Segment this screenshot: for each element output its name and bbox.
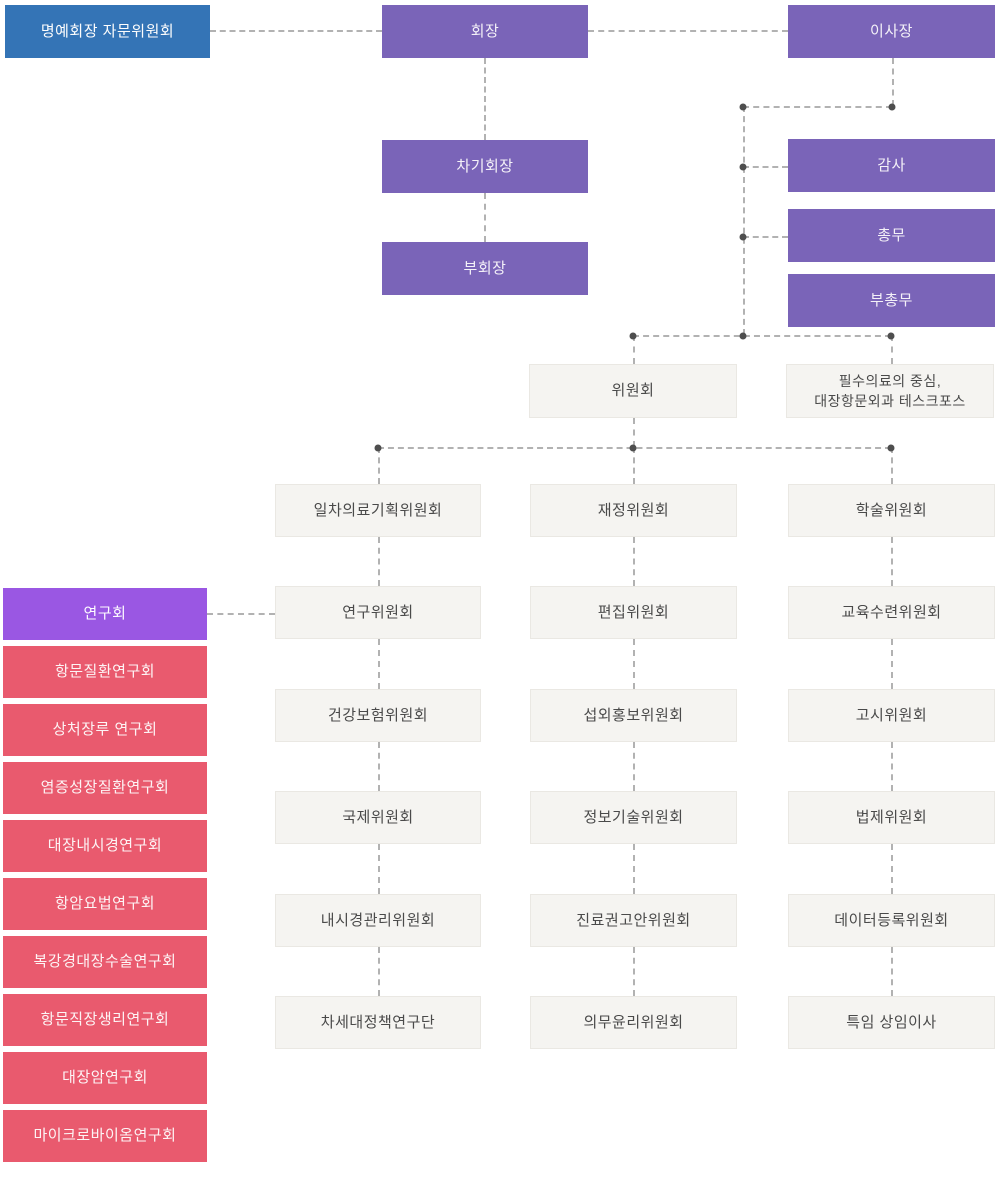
- research-group-box-anorectal-physiology: 항문직장생리연구회: [3, 994, 207, 1046]
- connector-dot: [887, 444, 895, 452]
- connector-line: [378, 537, 380, 586]
- connector-line: [891, 947, 893, 996]
- committee-box-practice-guidelines: 진료권고안위원회: [530, 894, 737, 947]
- president-elect-box: 차기회장: [382, 140, 588, 193]
- committee-hub-box: 위원회: [529, 364, 737, 418]
- committee-box-health-insurance: 건강보험위원회: [275, 689, 481, 742]
- connector-dot: [887, 332, 895, 340]
- connector-dot: [629, 332, 637, 340]
- research-group-box-colonoscopy: 대장내시경연구회: [3, 820, 207, 872]
- connector-line: [633, 447, 635, 484]
- connector-line: [633, 335, 891, 337]
- connector-line: [633, 335, 635, 364]
- committee-box-finance: 재정위원회: [530, 484, 737, 537]
- connector-line: [378, 639, 380, 689]
- committee-box-international: 국제위원회: [275, 791, 481, 844]
- connector-line: [378, 947, 380, 996]
- taskforce-box: 필수의료의 중심, 대장항문외과 테스크포스: [786, 364, 994, 418]
- connector-line: [891, 447, 893, 484]
- committee-box-medical-ethics: 의무윤리위원회: [530, 996, 737, 1049]
- connector-dot: [629, 444, 637, 452]
- connector-line: [891, 639, 893, 689]
- research-group-box-laparoscopic-surgery: 복강경대장수술연구회: [3, 936, 207, 988]
- vice-president-box: 부회장: [382, 242, 588, 295]
- general-affairs-box: 총무: [788, 209, 995, 262]
- committee-box-special-executive-director: 특임 상임이사: [788, 996, 995, 1049]
- committee-box-public-relations: 섭외홍보위원회: [530, 689, 737, 742]
- connector-line: [484, 193, 486, 242]
- committee-box-examination: 고시위원회: [788, 689, 995, 742]
- connector-line: [743, 236, 788, 238]
- connector-line: [743, 166, 788, 168]
- auditor-box: 감사: [788, 139, 995, 192]
- connector-line: [588, 30, 788, 32]
- connector-line: [891, 537, 893, 586]
- committee-box-research: 연구위원회: [275, 586, 481, 639]
- research-group-box-chemotherapy: 항암요법연구회: [3, 878, 207, 930]
- research-group-box-wound-ostomy: 상처장루 연구회: [3, 704, 207, 756]
- committee-box-primary-care-planning: 일차의료기획위원회: [275, 484, 481, 537]
- connector-line: [891, 335, 893, 364]
- connector-line: [633, 537, 635, 586]
- connector-line: [484, 58, 486, 140]
- connector-dot: [888, 103, 896, 111]
- research-group-box-microbiome: 마이크로바이옴연구회: [3, 1110, 207, 1162]
- connector-line: [743, 106, 892, 108]
- president-box: 회장: [382, 5, 588, 58]
- connector-line: [207, 613, 275, 615]
- connector-line: [891, 742, 893, 791]
- committee-box-endoscopy-management: 내시경관리위원회: [275, 894, 481, 947]
- research-group-box-anal-disease: 항문질환연구회: [3, 646, 207, 698]
- connector-line: [891, 844, 893, 894]
- connector-line: [210, 30, 382, 32]
- connector-line: [743, 106, 745, 335]
- committee-box-education-training: 교육수련위원회: [788, 586, 995, 639]
- connector-line: [633, 947, 635, 996]
- research-group-box-colorectal-cancer: 대장암연구회: [3, 1052, 207, 1104]
- connector-line: [633, 742, 635, 791]
- committee-box-editorial: 편집위원회: [530, 586, 737, 639]
- connector-line: [892, 58, 894, 106]
- research-group-header-box: 연구회: [3, 588, 207, 640]
- connector-line: [378, 742, 380, 791]
- connector-line: [378, 447, 380, 484]
- taskforce-line2: 대장항문외과 테스크포스: [814, 393, 966, 409]
- committee-box-legislation: 법제위원회: [788, 791, 995, 844]
- committee-box-information-technology: 정보기술위원회: [530, 791, 737, 844]
- chairman-box: 이사장: [788, 5, 995, 58]
- taskforce-line1: 필수의료의 중심,: [838, 372, 942, 389]
- committee-box-academic: 학술위원회: [788, 484, 995, 537]
- connector-dot: [374, 444, 382, 452]
- connector-line: [378, 844, 380, 894]
- deputy-general-affairs-box: 부총무: [788, 274, 995, 327]
- connector-dot: [739, 103, 747, 111]
- connector-line: [633, 639, 635, 689]
- committee-box-data-registry: 데이터등록위원회: [788, 894, 995, 947]
- connector-line: [633, 418, 635, 447]
- connector-dot: [739, 332, 747, 340]
- connector-dot: [739, 163, 747, 171]
- connector-line: [633, 844, 635, 894]
- connector-dot: [739, 233, 747, 241]
- committee-box-next-gen-policy: 차세대정책연구단: [275, 996, 481, 1049]
- research-group-box-ibd: 염증성장질환연구회: [3, 762, 207, 814]
- honorary-advisory-box: 명예회장 자문위원회: [5, 5, 210, 58]
